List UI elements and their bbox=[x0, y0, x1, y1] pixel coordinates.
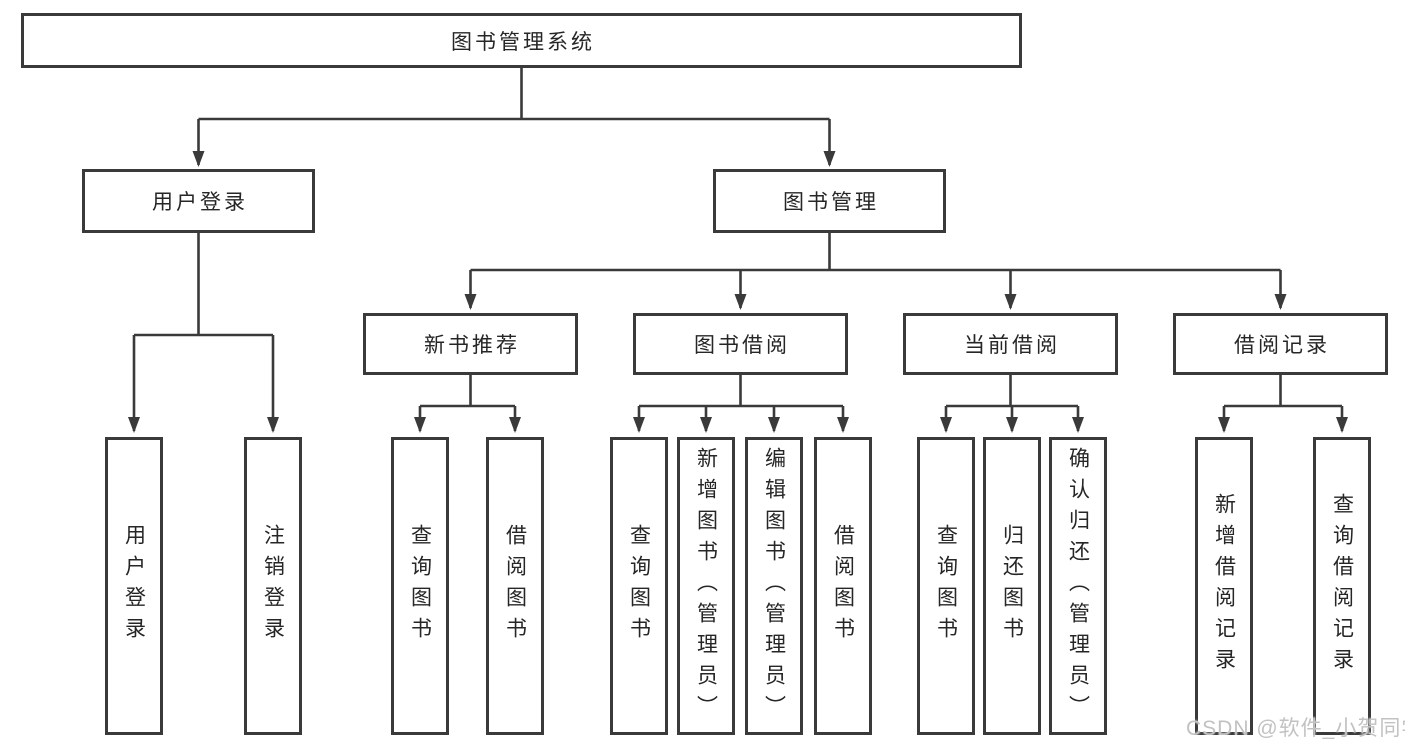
leaf-query-books-borrow-label: 查询图书 bbox=[627, 524, 651, 648]
node-borrowing-records-label: 借阅记录 bbox=[1234, 334, 1330, 357]
leaf-query-borrow-record-label: 查询借阅记录 bbox=[1330, 493, 1354, 679]
node-root: 图书管理系统 bbox=[21, 13, 1022, 68]
leaf-add-borrow-record-label: 新增借阅记录 bbox=[1212, 493, 1236, 679]
leaf-query-books-borrow: 查询图书 bbox=[610, 437, 668, 735]
leaf-borrow-books-label: 借阅图书 bbox=[831, 524, 855, 648]
node-book-borrowing-label: 图书借阅 bbox=[694, 334, 790, 357]
node-user-login: 用户登录 bbox=[82, 169, 315, 233]
leaf-query-books-current-label: 查询图书 bbox=[934, 524, 958, 648]
leaf-add-book-admin-label: 新增图书（管理员） bbox=[694, 446, 718, 726]
leaf-confirm-return-admin-label: 确认归还（管理员） bbox=[1066, 446, 1090, 726]
node-new-book-recommend: 新书推荐 bbox=[363, 313, 578, 375]
node-book-management: 图书管理 bbox=[713, 169, 946, 233]
leaf-query-books-recommend-label: 查询图书 bbox=[408, 524, 432, 648]
leaf-edit-book-admin: 编辑图书（管理员） bbox=[745, 437, 803, 735]
node-book-management-label: 图书管理 bbox=[783, 191, 879, 214]
connector-borrowrecord-to-leaves bbox=[1218, 375, 1348, 433]
node-current-borrowing: 当前借阅 bbox=[903, 313, 1118, 375]
node-current-borrowing-label: 当前借阅 bbox=[964, 334, 1060, 357]
leaf-borrow-books: 借阅图书 bbox=[814, 437, 872, 735]
csdn-watermark: CSDN @软件_小贺同学 bbox=[1186, 717, 1405, 740]
node-root-label: 图书管理系统 bbox=[451, 30, 595, 54]
leaf-user-login-label: 用户登录 bbox=[122, 524, 146, 648]
leaf-add-book-admin: 新增图书（管理员） bbox=[677, 437, 735, 735]
connector-currentborrow-to-leaves bbox=[940, 375, 1084, 433]
leaf-query-books-current: 查询图书 bbox=[917, 437, 975, 735]
leaf-logout-label: 注销登录 bbox=[261, 524, 285, 648]
leaf-return-books-label: 归还图书 bbox=[1000, 524, 1024, 648]
node-borrowing-records: 借阅记录 bbox=[1173, 313, 1388, 375]
leaf-user-login: 用户登录 bbox=[105, 437, 163, 735]
connector-newbook-to-leaves bbox=[414, 375, 521, 433]
connector-userlogin-to-leaves bbox=[128, 233, 279, 433]
node-new-book-recommend-label: 新书推荐 bbox=[424, 334, 520, 357]
leaf-edit-book-admin-label: 编辑图书（管理员） bbox=[762, 446, 786, 726]
node-user-login-label: 用户登录 bbox=[152, 191, 248, 214]
leaf-return-books: 归还图书 bbox=[983, 437, 1041, 735]
leaf-query-books-recommend: 查询图书 bbox=[391, 437, 449, 735]
leaf-add-borrow-record: 新增借阅记录 bbox=[1195, 437, 1253, 735]
leaf-query-borrow-record: 查询借阅记录 bbox=[1313, 437, 1371, 735]
connector-bookborrow-to-leaves bbox=[633, 375, 849, 433]
leaf-borrow-books-recommend-label: 借阅图书 bbox=[503, 524, 527, 648]
leaf-confirm-return-admin: 确认归还（管理员） bbox=[1049, 437, 1107, 735]
connector-root-to-level2 bbox=[192, 68, 836, 167]
leaf-borrow-books-recommend: 借阅图书 bbox=[486, 437, 544, 735]
leaf-logout: 注销登录 bbox=[244, 437, 302, 735]
node-book-borrowing: 图书借阅 bbox=[633, 313, 848, 375]
connector-bookmgmt-to-level3 bbox=[464, 233, 1287, 310]
